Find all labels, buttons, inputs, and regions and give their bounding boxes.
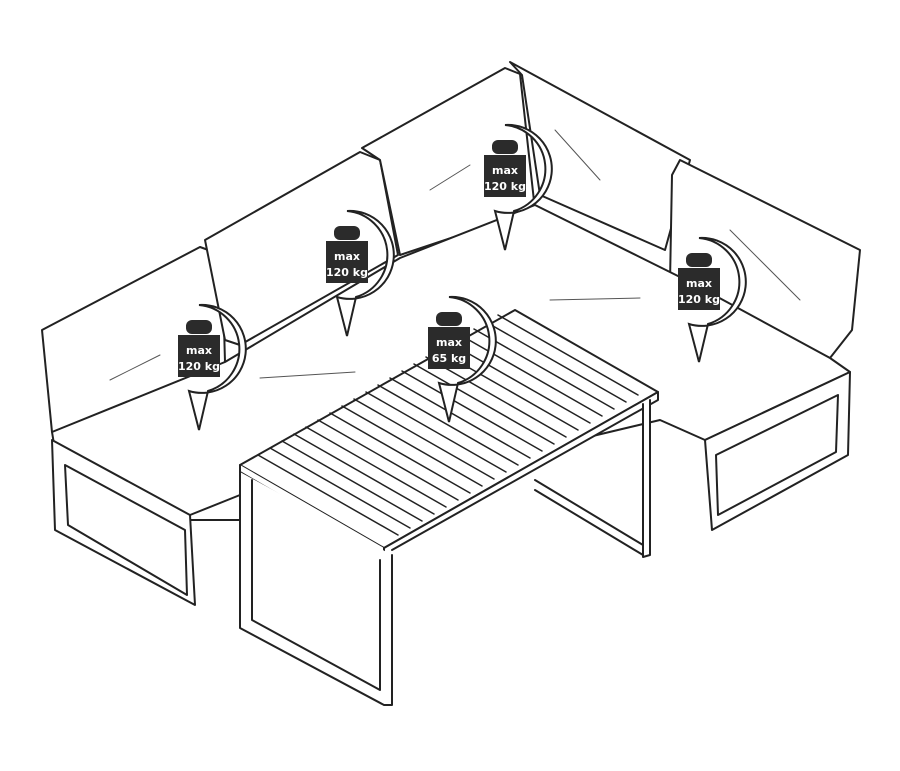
badge-right-seat: max 120 kg (678, 236, 747, 363)
badge-value: 120 kg (178, 360, 220, 373)
badge-label: max (492, 164, 518, 177)
badge-value: 120 kg (326, 266, 368, 279)
table-slats (257, 314, 639, 536)
badge-label: max (686, 277, 712, 290)
table (239, 309, 659, 706)
badge-label: max (186, 344, 212, 357)
badge-label: max (436, 336, 462, 349)
right-frame (704, 371, 851, 531)
badge-value: 120 kg (484, 180, 526, 193)
badge-value: 65 kg (432, 352, 466, 365)
back-cushions (41, 61, 861, 441)
shading-lines (109, 129, 801, 381)
badge-center-left-seat: max 120 kg (326, 209, 395, 337)
badge-left-seat: max 120 kg (178, 303, 247, 431)
badge-table: max 65 kg (428, 295, 497, 423)
left-frame (51, 439, 241, 606)
badge-value: 120 kg (678, 293, 720, 306)
badge-corner-seat: max 120 kg (484, 123, 553, 251)
badge-label: max (334, 250, 360, 263)
